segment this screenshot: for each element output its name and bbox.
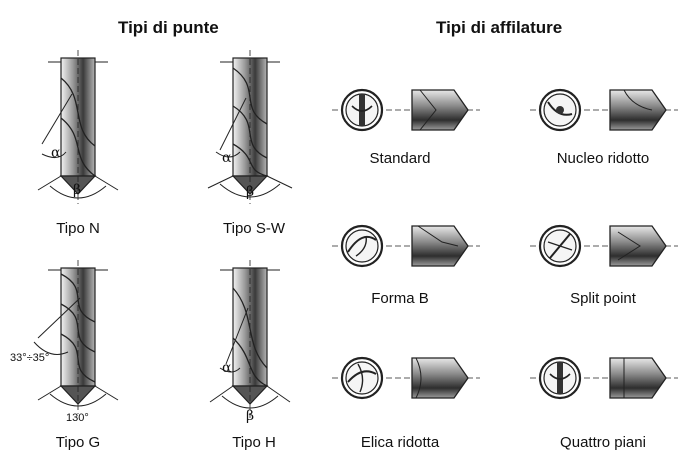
- tipo-h-helix-symbol: α: [222, 360, 232, 376]
- sharpening-split-point: [530, 224, 678, 268]
- sharpening-types-title: Tipi di affilature: [436, 18, 563, 37]
- label-tipo-n: Tipo N: [56, 220, 100, 237]
- tipo-sw-point-symbol: β: [246, 184, 255, 200]
- label-forma-b: Forma B: [371, 290, 429, 307]
- label-split-point: Split point: [570, 290, 636, 307]
- drill-tipo-g: [33, 260, 119, 414]
- tipo-n-helix-symbol: α: [51, 145, 61, 161]
- sharpening-nucleo-ridotto: [530, 88, 678, 132]
- label-tipo-sw: Tipo S-W: [223, 220, 285, 237]
- drill-tipo-n: [37, 50, 119, 204]
- sharpening-elica-ridotta: [332, 356, 480, 400]
- tipo-sw-helix-symbol: α: [222, 150, 232, 166]
- label-standard: Standard: [369, 150, 431, 167]
- label-nucleo-ridotto: Nucleo ridotto: [556, 150, 650, 167]
- sharpening-forma-b: [332, 224, 480, 268]
- sharpening-standard: [332, 88, 480, 132]
- tipo-g-helix-angle: 33°÷35°: [10, 352, 50, 364]
- tipo-g-point-angle: 130°: [66, 412, 89, 424]
- tipo-h-point-symbol: β: [246, 408, 255, 424]
- label-quattro-piani: Quattro piani: [560, 434, 646, 451]
- drill-types-title: Tipi di punte: [118, 18, 219, 37]
- sharpening-quattro-piani: [530, 356, 678, 400]
- label-elica-ridotta: Elica ridotta: [360, 434, 440, 451]
- drill-tipo-h: [209, 260, 291, 418]
- label-tipo-g: Tipo G: [55, 434, 101, 451]
- tipo-n-point-symbol: β: [73, 182, 82, 198]
- label-tipo-h: Tipo H: [232, 434, 276, 451]
- drill-tipo-sw: [207, 50, 293, 204]
